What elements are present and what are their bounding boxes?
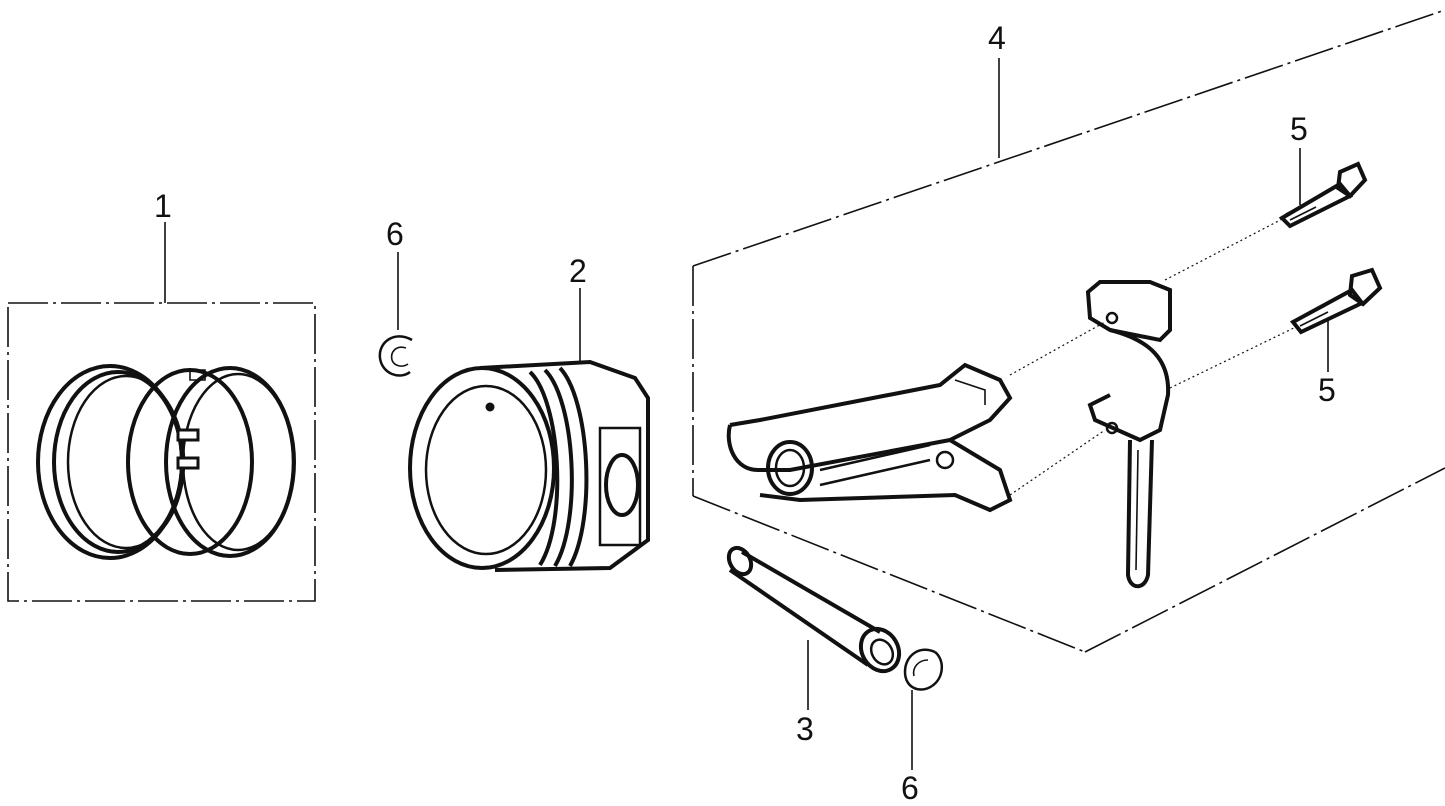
connecting-rod-cap[interactable]	[1085, 280, 1172, 589]
callout-pin-clip-upper: 6	[386, 216, 404, 252]
callout-piston-pin: 3	[796, 711, 814, 747]
callout-rod-bolt-upper: 5	[1290, 111, 1308, 147]
piston-pin-clip-lower[interactable]	[903, 648, 943, 770]
ring-set-frame	[7, 222, 316, 602]
connecting-rod[interactable]	[726, 362, 1013, 513]
callout-piston-rings: 1	[154, 188, 172, 224]
callout-connecting-rod-assy: 4	[988, 20, 1006, 56]
callout-piston: 2	[569, 253, 587, 289]
callout-rod-bolt-lower: 5	[1318, 372, 1336, 408]
callout-pin-clip-lower: 6	[901, 770, 919, 806]
piston[interactable]	[408, 288, 650, 572]
assembly-guide-lines	[1009, 214, 1301, 496]
piston-ring-set[interactable]	[36, 364, 296, 560]
rod-bolt-lower[interactable]	[1289, 267, 1383, 372]
rod-assembly-frame	[692, 9, 1445, 653]
rod-bolt-upper[interactable]	[1278, 148, 1368, 229]
piston-pin[interactable]	[724, 544, 906, 710]
piston-pin-clip-upper[interactable]	[378, 252, 413, 377]
